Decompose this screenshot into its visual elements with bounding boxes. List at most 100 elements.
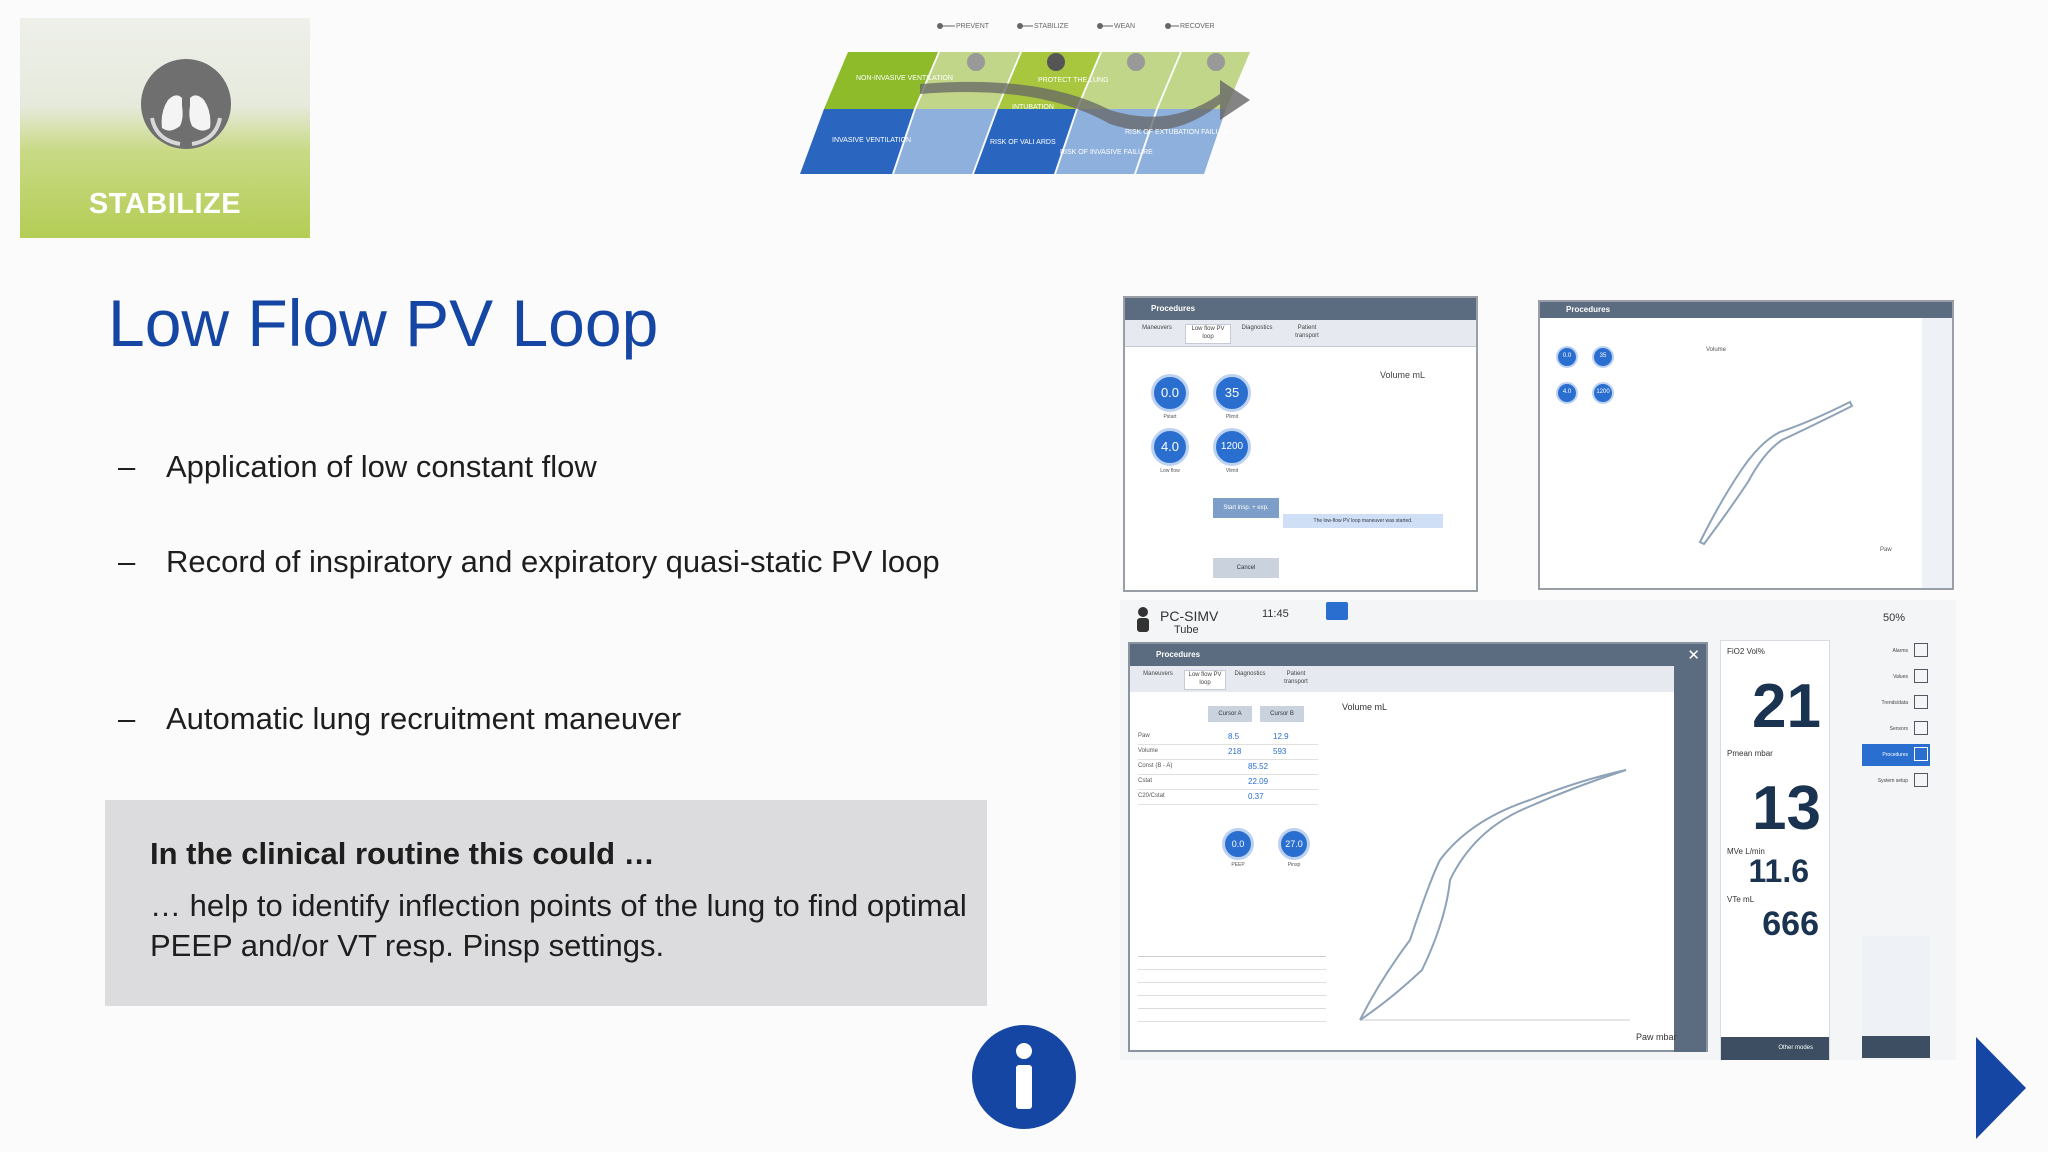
svg-text:PREVENT: PREVENT <box>956 23 990 30</box>
svg-text:INTUBATION: INTUBATION <box>1012 104 1054 111</box>
paw-axis-label: Paw mbar <box>1636 1032 1677 1042</box>
tab-bar: Maneuvers Low flow PV loop Diagnostics P… <box>1125 320 1476 347</box>
cancel-button[interactable]: Cancel <box>1213 558 1279 578</box>
standby-button[interactable] <box>1862 1036 1930 1058</box>
window-header: Procedures <box>1540 302 1952 318</box>
screenshot-ventilator-screen: PC-SIMV Tube 11:45 50% Procedures ✕ Mane… <box>1120 600 1956 1060</box>
svg-text:RISK OF EXTUBATION FAILURE: RISK OF EXTUBATION FAILURE <box>1125 129 1231 136</box>
menu-sensors[interactable]: Sensors <box>1862 718 1930 740</box>
volume-axis-label: Volume mL <box>1380 370 1426 380</box>
tab-patient-transport[interactable]: Patient transport <box>1284 671 1308 685</box>
vte-value: 666 <box>1762 905 1819 943</box>
window-side-tabs <box>1674 666 1706 1052</box>
low-flow-knob[interactable]: 4.0 <box>1556 382 1578 404</box>
svg-text:RISK OF INVASIVE FAILURE: RISK OF INVASIVE FAILURE <box>1060 149 1153 156</box>
phase-prevent: PREVENT <box>937 23 990 30</box>
svg-text:WEAN: WEAN <box>1114 23 1135 30</box>
pstart-knob[interactable]: 0.0 <box>1556 346 1578 368</box>
pv-loop-graph <box>1698 400 1854 546</box>
clinical-body: … help to identify inflection points of … <box>150 888 967 963</box>
plimit-knob[interactable]: 35 <box>1592 346 1614 368</box>
knob-label: Pstart <box>1163 414 1177 420</box>
phase-tile: STABILIZE <box>20 18 310 238</box>
ventilation-mode: PC-SIMV <box>1160 608 1219 624</box>
clinical-heading: In the clinical routine this could … <box>150 836 655 871</box>
status-message: The low-flow PV loop maneuver was starte… <box>1283 514 1443 528</box>
procedures-window: Procedures ✕ Maneuvers Low flow PV loop … <box>1128 642 1708 1052</box>
alarm-volume[interactable]: 50% <box>1883 612 1906 624</box>
tab-diagnostics[interactable]: Diagnostics <box>1234 671 1266 677</box>
low-flow-knob[interactable]: 4.0 <box>1151 428 1189 466</box>
pmean-label: Pmean mbar <box>1727 749 1773 758</box>
phase-label: STABILIZE <box>88 188 242 220</box>
knob-label: Low flow <box>1160 468 1180 474</box>
tab-diagnostics[interactable]: Diagnostics <box>1241 325 1273 331</box>
info-icon <box>1016 1043 1032 1109</box>
svg-text:RISK OF VALI ARDS: RISK OF VALI ARDS <box>990 139 1056 146</box>
tab-bar: Maneuvers Low flow PV loop Diagnostics P… <box>1130 666 1678 692</box>
knob-label: Plimit <box>1225 414 1239 420</box>
volume-axis-label: Volume <box>1706 347 1727 353</box>
camera-icon[interactable] <box>1326 602 1348 620</box>
tab-maneuvers[interactable]: Maneuvers <box>1142 325 1172 331</box>
patient-icon <box>1130 606 1156 636</box>
close-icon[interactable]: ✕ <box>1687 647 1700 664</box>
tab-low-flow-pv-loop[interactable]: Low flow PV loop <box>1185 324 1231 344</box>
pstart-knob[interactable]: 0.0 <box>1151 374 1189 412</box>
tab-patient-transport[interactable]: Patient transport <box>1295 325 1319 339</box>
pinsp-knob[interactable]: 27.0 <box>1278 828 1310 860</box>
row-noninvasive: NON-INVASIVE VENTILATION <box>856 75 953 82</box>
menu-procedures[interactable]: Procedures <box>1862 744 1930 766</box>
table-row: Const (B - A)85.52 <box>1138 760 1318 775</box>
window-header: Procedures ✕ <box>1130 644 1706 666</box>
fio2-value: 21 <box>1752 672 1821 741</box>
pmean-value: 13 <box>1752 774 1821 843</box>
menu-values[interactable]: Values <box>1862 666 1930 688</box>
volume-axis-label: Volume mL <box>1342 702 1388 712</box>
tab-maneuvers[interactable]: Maneuvers <box>1143 671 1173 677</box>
mve-label: MVe L/min <box>1727 847 1765 856</box>
ventilation-process-graphic: PREVENT STABILIZE WEAN RECOVER NON-INVAS… <box>780 14 1260 184</box>
lungs-icon <box>140 58 232 150</box>
mve-value: 11.6 <box>1748 853 1809 889</box>
other-modes-button[interactable]: Other modes <box>1721 1037 1829 1060</box>
knob-label: Vlimit <box>1225 468 1239 474</box>
svg-text:STABILIZE: STABILIZE <box>1034 23 1069 30</box>
screenshot-procedures-start: Procedures Maneuvers Low flow PV loop Di… <box>1123 296 1478 592</box>
next-slide-arrow[interactable] <box>1972 1035 2030 1141</box>
svg-text:PROTECT THE LUNG: PROTECT THE LUNG <box>1038 77 1109 84</box>
info-button[interactable] <box>972 1025 1076 1129</box>
tube-label: Tube <box>1174 624 1199 636</box>
menu-alarms[interactable]: Alarms <box>1862 640 1930 662</box>
values-panel: FiO2 Vol% 21 Pmean mbar 13 MVe L/min 11.… <box>1720 640 1830 1060</box>
row-invasive: INVASIVE VENTILATION <box>832 137 911 144</box>
menu-system-setup[interactable]: System setup <box>1862 770 1930 792</box>
fio2-label: FiO2 Vol% <box>1727 647 1765 656</box>
start-maneuver-button[interactable]: Start insp. + exp. <box>1213 498 1279 518</box>
cursor-a-button[interactable]: Cursor A <box>1208 706 1252 722</box>
clinical-note-box: In the clinical routine this could … … h… <box>105 800 987 1006</box>
knob-label: Pinsp <box>1287 862 1301 868</box>
screenshot-pv-loop-progress: Procedures 0.0 35 4.0 1200 Volume Paw <box>1538 300 1954 590</box>
plimit-knob[interactable]: 35 <box>1213 374 1251 412</box>
svg-text:RECOVER: RECOVER <box>1180 23 1215 30</box>
menu-trends[interactable]: Trends/data <box>1862 692 1930 714</box>
clock: 11:45 <box>1262 608 1289 620</box>
page-title: Low Flow PV Loop <box>108 286 659 360</box>
vlimit-knob[interactable]: 1200 <box>1592 382 1614 404</box>
history-table <box>1138 956 1326 1047</box>
vte-label: VTe mL <box>1727 895 1755 904</box>
window-header: Procedures <box>1125 298 1476 320</box>
cursor-b-button[interactable]: Cursor B <box>1260 706 1304 722</box>
side-actions <box>1862 936 1930 1036</box>
peep-knob[interactable]: 0.0 <box>1222 828 1254 860</box>
paw-axis-label: Paw <box>1880 547 1892 553</box>
vlimit-knob[interactable]: 1200 <box>1213 428 1251 466</box>
side-panel <box>1922 318 1952 588</box>
chevron-right-icon <box>1976 1037 2026 1139</box>
tab-low-flow-pv-loop[interactable]: Low flow PV loop <box>1184 670 1226 690</box>
